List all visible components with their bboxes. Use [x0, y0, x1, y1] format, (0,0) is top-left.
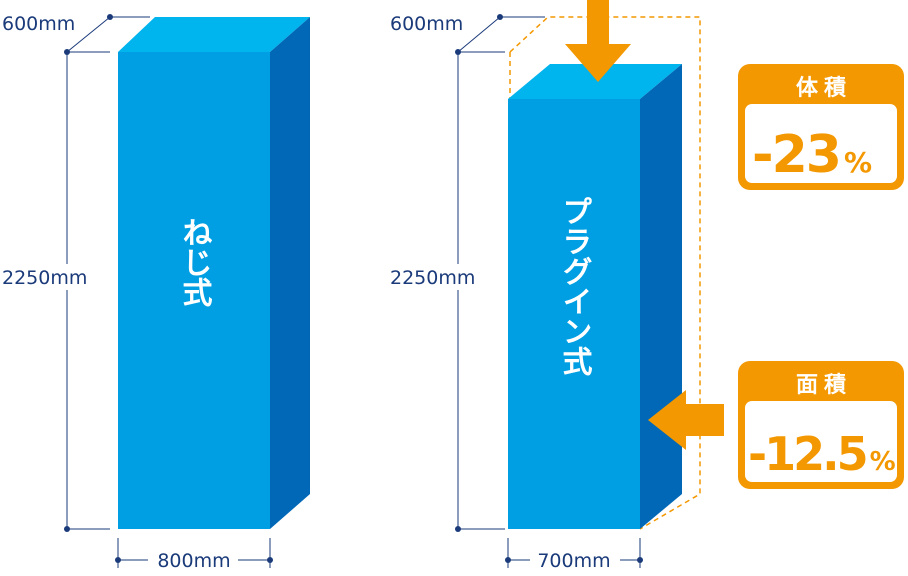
right-cabinet-side	[640, 64, 682, 529]
area-badge: 面積 -12.5%	[738, 361, 904, 489]
area-badge-value: -12.5%	[748, 427, 896, 481]
area-badge-title: 面積	[796, 373, 852, 398]
volume-badge: 体積 -23%	[738, 64, 904, 190]
left-width-label: 800mm	[157, 550, 230, 572]
area-badge-unit: %	[870, 447, 896, 477]
height-reduction-arrow-icon	[565, 0, 631, 82]
left-cabinet-side	[270, 17, 310, 529]
area-badge-number: -12.5	[748, 427, 866, 481]
right-dimension-dots	[455, 14, 643, 563]
left-cabinet-top	[118, 17, 310, 52]
volume-badge-number: -23	[752, 125, 840, 185]
right-cabinet-label: プラグイン式	[557, 196, 592, 376]
right-depth-label: 600mm	[390, 13, 463, 35]
right-cabinet-front	[508, 99, 640, 529]
right-original-outline	[509, 16, 701, 530]
left-cabinet: ねじ式	[118, 17, 310, 529]
left-cabinet-label: ねじ式	[177, 217, 212, 307]
width-reduction-arrow-icon	[648, 390, 724, 450]
right-width-label: 700mm	[537, 550, 610, 572]
left-depth-label: 600mm	[2, 13, 75, 35]
right-cabinet: プラグイン式	[508, 64, 682, 529]
right-cabinet-top	[508, 64, 682, 99]
volume-badge-unit: %	[844, 146, 872, 179]
left-height-label: 2250mm	[2, 267, 87, 289]
left-cabinet-front	[118, 52, 270, 529]
volume-badge-value: -23%	[752, 125, 872, 185]
right-height-label: 2250mm	[390, 267, 475, 289]
volume-badge-title: 体積	[796, 76, 852, 101]
left-dimension-dots	[64, 14, 273, 563]
